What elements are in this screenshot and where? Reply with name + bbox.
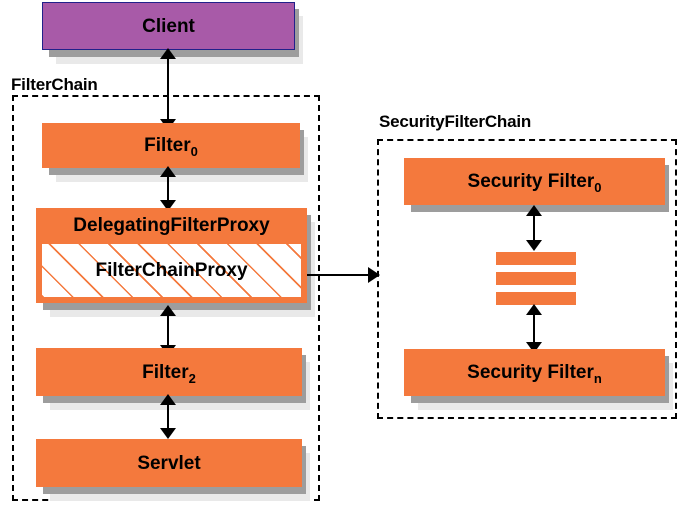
- filterchain-group-label: FilterChain: [11, 75, 98, 94]
- filter0-node[interactable]: Filter0: [42, 123, 308, 182]
- securityfilterchain-group-label: SecurityFilterChain: [379, 112, 532, 131]
- security-filter-n-node[interactable]: Security Filtern: [404, 349, 673, 410]
- dfp-face: DelegatingFilterProxy FilterChainProxy: [36, 208, 307, 303]
- security-filter0-face: Security Filter0: [404, 158, 665, 205]
- servlet-face: Servlet: [36, 439, 302, 487]
- connector-shaft: [167, 401, 169, 433]
- security-filter0-subscript: 0: [594, 180, 602, 195]
- arrowhead-up-icon: [526, 205, 542, 216]
- arrowhead-down-icon: [526, 240, 542, 251]
- securityfilterchain-group-box: [377, 139, 677, 419]
- filter0-label: Filter0: [144, 135, 198, 159]
- connector-shaft: [533, 212, 535, 245]
- arrowhead-down-icon: [160, 200, 176, 211]
- security-filter0-node[interactable]: Security Filter0: [404, 158, 669, 212]
- security-filter-n-label: Security Filtern: [467, 362, 602, 386]
- arrowhead-down-icon: [160, 428, 176, 439]
- filter2-subscript: 2: [188, 370, 196, 386]
- arrowhead-up-icon: [160, 394, 176, 405]
- ellipsis-bar: [496, 292, 576, 305]
- filter0-subscript: 0: [190, 144, 198, 159]
- filter2-face: Filter2: [36, 348, 302, 396]
- connector-shaft: [167, 55, 169, 123]
- client-node[interactable]: Client: [42, 2, 303, 64]
- connector-shaft: [533, 311, 535, 347]
- filter2-label: Filter2: [142, 361, 196, 386]
- servlet-node[interactable]: Servlet: [36, 439, 310, 501]
- arrowhead-down-icon: [526, 342, 542, 353]
- arrowhead-up-icon: [160, 166, 176, 177]
- client-label: Client: [142, 15, 195, 37]
- filter2-node[interactable]: Filter2: [36, 348, 310, 410]
- security-filter-n-subscript: n: [593, 371, 602, 386]
- servlet-label: Servlet: [137, 452, 201, 474]
- filter-chain-proxy-node[interactable]: FilterChainProxy: [42, 244, 301, 297]
- security-filter-n-face: Security Filtern: [404, 349, 665, 396]
- arrowhead-up-icon: [160, 305, 176, 316]
- security-filter0-label: Security Filter0: [467, 171, 602, 195]
- filter-chain-proxy-label: FilterChainProxy: [95, 260, 248, 281]
- delegating-filter-proxy-node[interactable]: DelegatingFilterProxy FilterChainProxy: [36, 208, 315, 317]
- delegating-filter-proxy-label: DelegatingFilterProxy: [73, 215, 270, 236]
- arrowhead-up-icon: [160, 48, 176, 59]
- connector-shaft: [167, 173, 169, 206]
- connector-shaft: [167, 312, 169, 350]
- connector-shaft: [307, 274, 371, 276]
- client-face: Client: [42, 2, 295, 50]
- arrowhead-up-icon: [526, 304, 542, 315]
- ellipsis-bar: [496, 252, 576, 265]
- filter0-face: Filter0: [42, 123, 300, 168]
- ellipsis-bar: [496, 272, 576, 285]
